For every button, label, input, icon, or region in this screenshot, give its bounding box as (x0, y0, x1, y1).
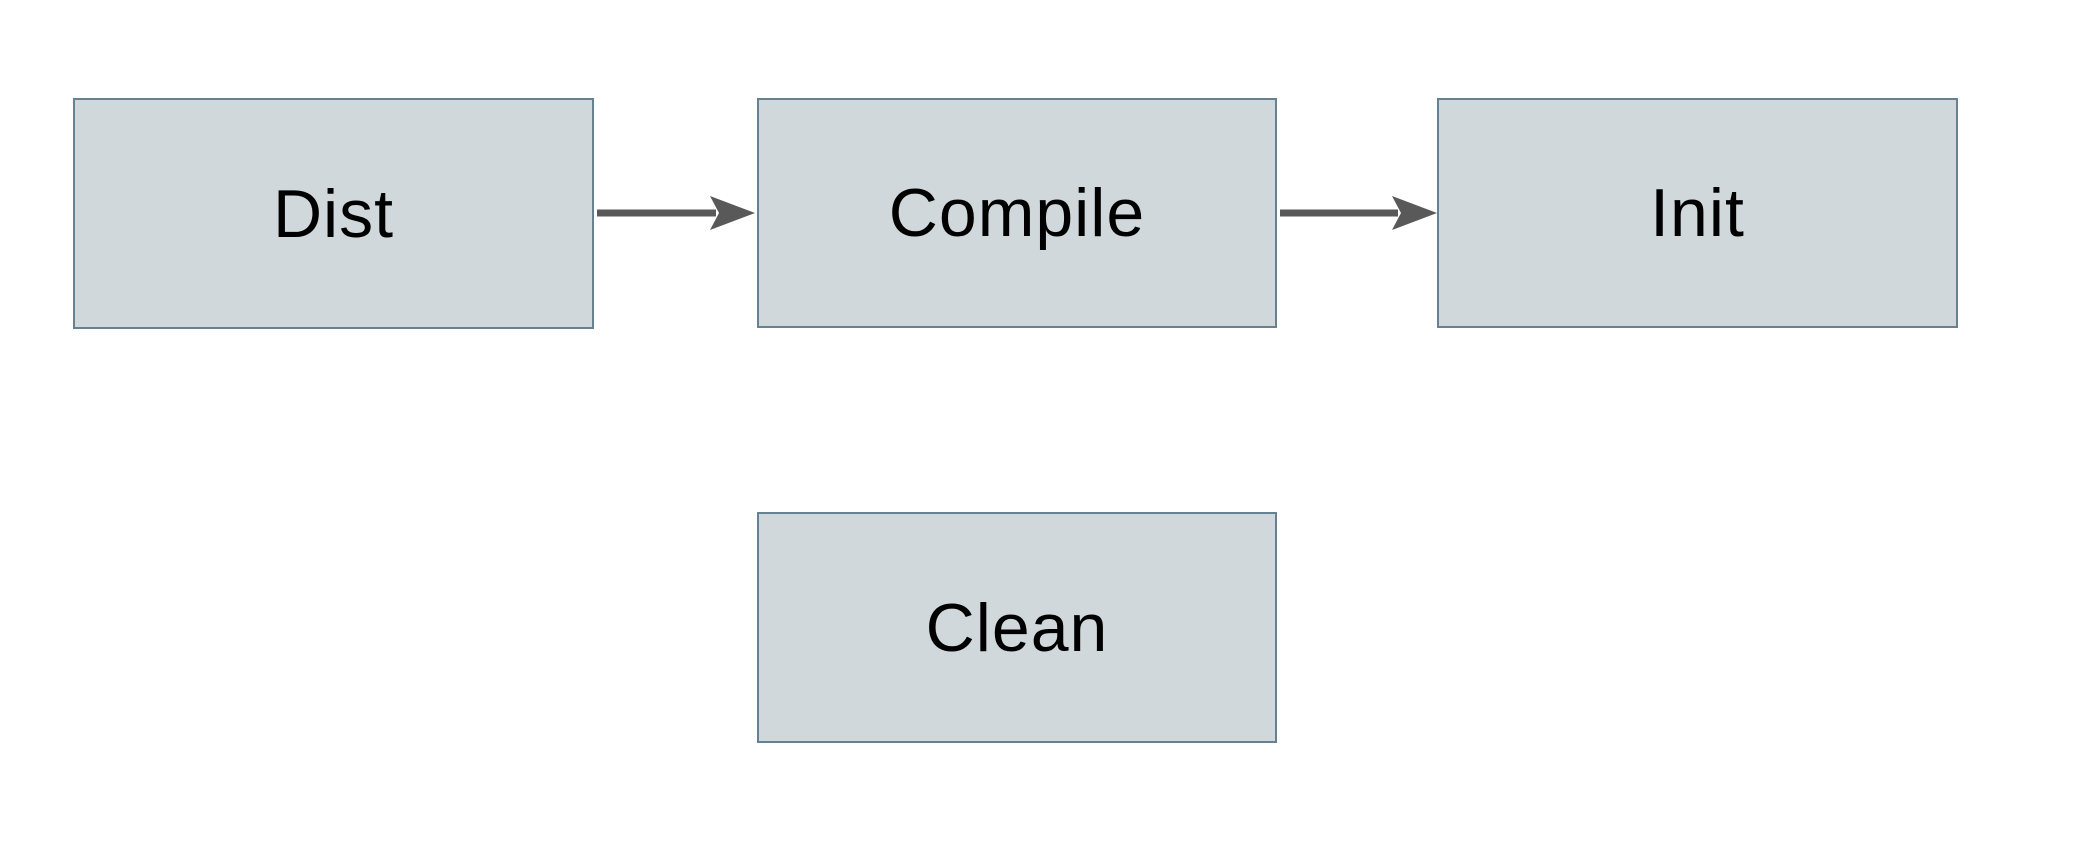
arrow-dist-to-compile-icon (597, 196, 755, 230)
node-dist-label: Dist (272, 175, 395, 252)
node-compile-label: Compile (888, 175, 1146, 251)
node-init-label: Init (1650, 175, 1745, 251)
arrow-head-icon (1392, 196, 1437, 230)
node-compile: Compile (757, 98, 1277, 328)
arrow-head-icon (710, 196, 755, 230)
arrow-compile-to-init-icon (1280, 196, 1437, 230)
node-clean: Clean (757, 512, 1277, 743)
node-dist: Dist (73, 98, 594, 329)
node-init: Init (1437, 98, 1958, 328)
node-clean-label: Clean (925, 589, 1109, 666)
